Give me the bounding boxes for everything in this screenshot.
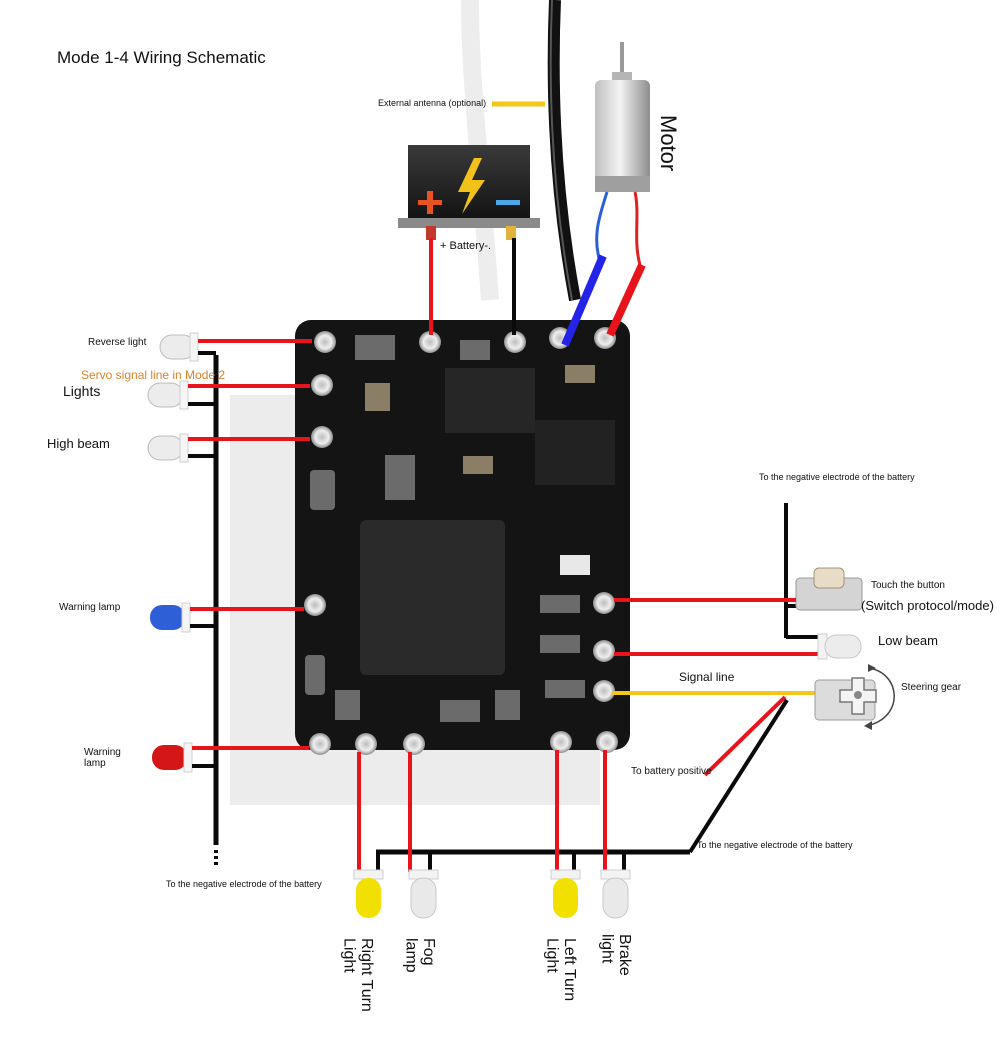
pcb-pads [304, 327, 618, 755]
capacitor [565, 365, 595, 383]
servo-ground-wire [688, 698, 789, 854]
steering-gear-label: Steering gear [901, 682, 962, 693]
warning-lamp-red-label: Warning lamp [84, 747, 121, 769]
lights-label: Lights [63, 383, 101, 399]
motor-red-wire [606, 263, 646, 337]
driver-chip [535, 420, 615, 485]
servo-signal-label: Servo signal line in Mode 2 [81, 368, 226, 382]
white-cable [461, 0, 499, 301]
fog-lamp-led [408, 869, 439, 919]
servo-icon [814, 664, 895, 730]
to-battery-positive-label: To battery positive [631, 766, 712, 777]
warning-lamp-blue-label: Warning lamp [59, 602, 121, 613]
lights-led [147, 380, 310, 410]
antenna-cable-highlight [549, 0, 573, 301]
high-beam-label: High beam [47, 436, 110, 451]
high-beam-led [147, 433, 310, 463]
indicator-led [560, 555, 590, 575]
servo-positive-wire [703, 695, 787, 777]
motor-icon [595, 42, 650, 266]
warning-lamp-red-led [152, 742, 309, 773]
page-title: Mode 1-4 Wiring Schematic [57, 48, 266, 67]
left-ground-dots [214, 850, 218, 865]
touch-button-label: Touch the button [871, 580, 945, 591]
brake-led [600, 869, 631, 919]
capacitor [463, 456, 493, 474]
battery-plus-terminal [426, 226, 436, 240]
push-button-icon [795, 567, 863, 611]
motor-blue-wire [561, 254, 607, 347]
fog-lamp-label: Fog lamp [402, 938, 438, 973]
right-turn-label: Right Turn Light [340, 938, 376, 1012]
low-beam-led [817, 633, 862, 660]
reverse-light-led [159, 332, 312, 362]
battery-label: + Battery-. [440, 240, 492, 252]
neg-left-label: To the negative electrode of the battery [166, 879, 322, 889]
capacitor [365, 383, 390, 411]
pcb-traces [305, 335, 585, 722]
brake-light-label: Brake light [598, 934, 634, 976]
warning-lamp-blue-led [150, 602, 304, 633]
regulator-chip [445, 368, 535, 433]
left-turn-led [550, 869, 581, 918]
antenna-cable [547, 0, 581, 302]
reverse-light-label: Reverse light [88, 337, 147, 348]
left-turn-label: Left Turn Light [543, 938, 579, 1002]
mcu-chip [360, 520, 505, 675]
external-antenna-label: External antenna (optional) [378, 98, 487, 108]
neg-top-right-label: To the negative electrode of the battery [759, 472, 915, 482]
signal-line-label: Signal line [679, 670, 735, 684]
motor-label: Motor [656, 115, 681, 172]
battery-minus-terminal [506, 226, 516, 240]
right-turn-led [353, 869, 384, 918]
battery-icon [398, 145, 540, 228]
low-beam-label: Low beam [878, 633, 938, 648]
switch-protocol-label: (Switch protocol/mode) [861, 598, 994, 613]
neg-bottom-label: To the negative electrode of the battery [697, 840, 853, 850]
